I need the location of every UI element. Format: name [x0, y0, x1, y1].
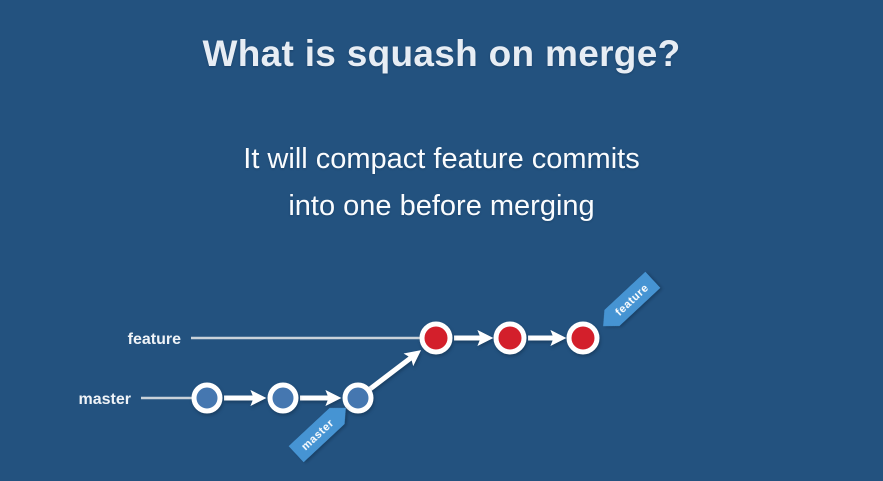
slide-subtitle: It will compact feature commits into one… [0, 136, 883, 230]
master-branch-label: master [79, 391, 131, 408]
master-tag: master [288, 407, 346, 463]
feature-tag: feature [603, 271, 661, 327]
subtitle-line-1: It will compact feature commits [243, 143, 640, 175]
feature-commit-3 [566, 321, 600, 355]
page-title: What is squash on merge? [202, 33, 681, 74]
master-commits [191, 382, 374, 414]
feature-tag-shape [603, 271, 661, 327]
master-tag-shape [288, 407, 346, 463]
feature-commit-1 [419, 321, 453, 355]
branch-off-arrow [368, 350, 422, 391]
commit-arrows [224, 329, 567, 407]
master-commit-2 [267, 382, 299, 414]
feature-commit-2 [493, 321, 527, 355]
master-commit-1 [191, 382, 223, 414]
feature-commits [419, 321, 600, 355]
feature-branch-label: feature [128, 331, 181, 348]
subtitle-line-2: into one before merging [288, 190, 595, 222]
master-commit-3 [342, 382, 374, 414]
